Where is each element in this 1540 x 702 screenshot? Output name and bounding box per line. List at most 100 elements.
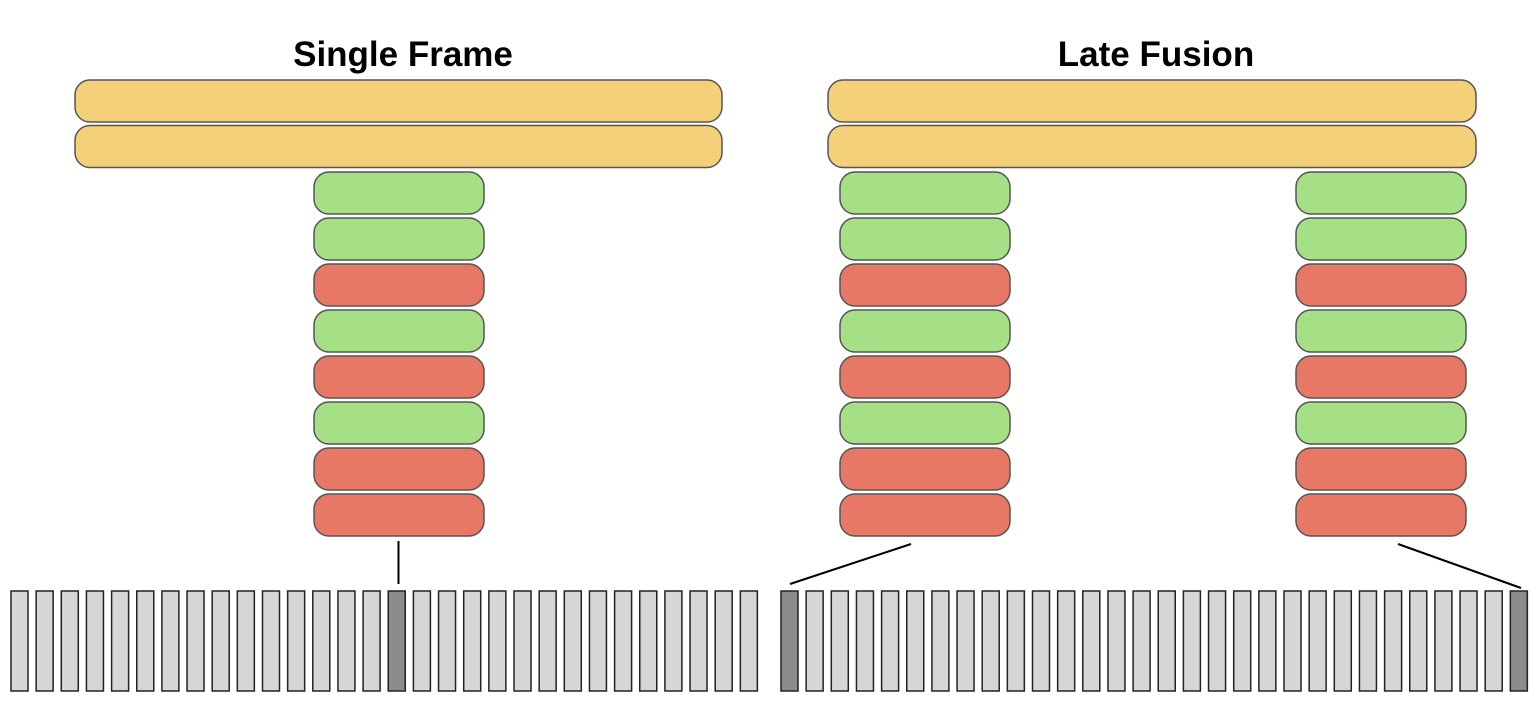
- single-frame-title: Single Frame: [293, 35, 513, 74]
- late-fusion-frame: [931, 590, 950, 692]
- late-fusion-left-green-layer-2: [839, 217, 1011, 261]
- single-frame-frame: [186, 590, 205, 692]
- single-frame-frame: [689, 590, 708, 692]
- late-fusion-frame: [1308, 590, 1327, 692]
- single-frame-frame: [312, 590, 331, 692]
- late-fusion-frame: [1107, 590, 1126, 692]
- single-frame-red-layer-8: [313, 493, 485, 537]
- single-frame-frame-strip: [10, 590, 759, 692]
- late-fusion-frame: [1232, 590, 1252, 692]
- late-fusion-connector-left: [789, 543, 912, 585]
- single-frame-green-layer-6: [313, 401, 485, 445]
- single-frame-red-layer-5: [313, 355, 485, 399]
- single-frame-green-layer-4: [313, 309, 485, 353]
- single-frame-frame: [10, 590, 29, 692]
- late-fusion-frame: [880, 590, 900, 692]
- late-fusion-frame: [1207, 590, 1227, 692]
- late-fusion-frame-strip: [780, 590, 1529, 692]
- late-fusion-right-red-layer-7: [1295, 447, 1467, 491]
- late-fusion-right-green-layer-1: [1295, 171, 1467, 215]
- single-frame-frame: [85, 590, 105, 692]
- single-frame-tower: [313, 171, 485, 537]
- late-fusion-frame: [1031, 590, 1051, 692]
- late-fusion-fc-layer-2: [827, 124, 1477, 169]
- single-frame-frame: [513, 590, 532, 692]
- single-frame-frame: [714, 590, 733, 692]
- single-frame-frame: [211, 590, 230, 692]
- single-frame-frame: [563, 590, 583, 692]
- late-fusion-tower-right: [1295, 171, 1467, 537]
- late-fusion-right-green-layer-6: [1295, 401, 1467, 445]
- late-fusion-frame: [1082, 590, 1101, 692]
- single-frame-red-layer-7: [313, 447, 485, 491]
- single-frame-frame: [362, 590, 381, 692]
- late-fusion-frame: [805, 590, 824, 692]
- late-fusion-frame: [1333, 590, 1353, 692]
- single-frame-frame: [35, 590, 54, 692]
- late-fusion-right-green-layer-4: [1295, 309, 1467, 353]
- single-frame-fc-layer-2: [74, 124, 723, 169]
- single-frame-frame: [60, 590, 80, 692]
- single-frame-frame: [412, 590, 432, 692]
- late-fusion-frame: [855, 590, 875, 692]
- single-frame-frame: [613, 590, 633, 692]
- single-frame-selected-frame: [387, 590, 406, 692]
- late-fusion-left-red-layer-7: [839, 447, 1011, 491]
- late-fusion-connector-right: [1397, 543, 1522, 589]
- late-fusion-frame: [1006, 590, 1026, 692]
- single-frame-frame: [236, 590, 256, 692]
- single-frame-fc-layer-1: [74, 79, 723, 123]
- single-frame-frame: [462, 590, 482, 692]
- late-fusion-title: Late Fusion: [1058, 35, 1254, 74]
- late-fusion-frame: [1383, 590, 1403, 692]
- single-frame-frame: [664, 590, 683, 692]
- late-fusion-frame: [1182, 590, 1202, 692]
- late-fusion-selected-frame: [1509, 590, 1529, 692]
- single-frame-frame: [437, 590, 457, 692]
- late-fusion-left-green-layer-6: [839, 401, 1011, 445]
- late-fusion-left-green-layer-4: [839, 309, 1011, 353]
- late-fusion-frame: [1056, 590, 1076, 692]
- late-fusion-frame: [906, 590, 925, 692]
- single-frame-frame: [588, 590, 608, 692]
- late-fusion-frame: [1459, 590, 1478, 692]
- late-fusion-frame: [1409, 590, 1428, 692]
- single-frame-frame: [538, 590, 557, 692]
- late-fusion-frame: [1358, 590, 1378, 692]
- late-fusion-frame: [1283, 590, 1302, 692]
- late-fusion-fc-layers: [827, 79, 1477, 169]
- late-fusion-selected-frame: [780, 590, 799, 692]
- late-fusion-tower-left: [839, 171, 1011, 537]
- single-frame-frame: [110, 590, 130, 692]
- late-fusion-left-red-layer-8: [839, 493, 1011, 537]
- single-frame-frame: [337, 590, 356, 692]
- late-fusion-frame: [830, 590, 850, 692]
- late-fusion-frame: [1258, 590, 1277, 692]
- single-frame-frame: [161, 590, 180, 692]
- late-fusion-frame: [1132, 590, 1151, 692]
- single-frame-frame: [739, 590, 759, 692]
- late-fusion-panel: Late Fusion: [780, 35, 1529, 692]
- late-fusion-left-red-layer-3: [839, 263, 1011, 307]
- late-fusion-left-green-layer-1: [839, 171, 1011, 215]
- single-frame-green-layer-1: [313, 171, 485, 215]
- late-fusion-left-red-layer-5: [839, 355, 1011, 399]
- late-fusion-right-green-layer-2: [1295, 217, 1467, 261]
- late-fusion-frame: [981, 590, 1000, 692]
- late-fusion-connectors: [789, 543, 1522, 589]
- single-frame-frame: [261, 590, 281, 692]
- late-fusion-right-red-layer-5: [1295, 355, 1467, 399]
- late-fusion-frame: [1434, 590, 1453, 692]
- late-fusion-frame: [1484, 590, 1503, 692]
- single-frame-panel: Single Frame: [10, 35, 759, 692]
- single-frame-frame: [286, 590, 306, 692]
- single-frame-red-layer-3: [313, 263, 485, 307]
- late-fusion-right-red-layer-8: [1295, 493, 1467, 537]
- single-frame-frame: [639, 590, 658, 692]
- late-fusion-frame: [1157, 590, 1176, 692]
- late-fusion-frame: [956, 590, 975, 692]
- single-frame-green-layer-2: [313, 217, 485, 261]
- single-frame-frame: [136, 590, 155, 692]
- late-fusion-right-red-layer-3: [1295, 263, 1467, 307]
